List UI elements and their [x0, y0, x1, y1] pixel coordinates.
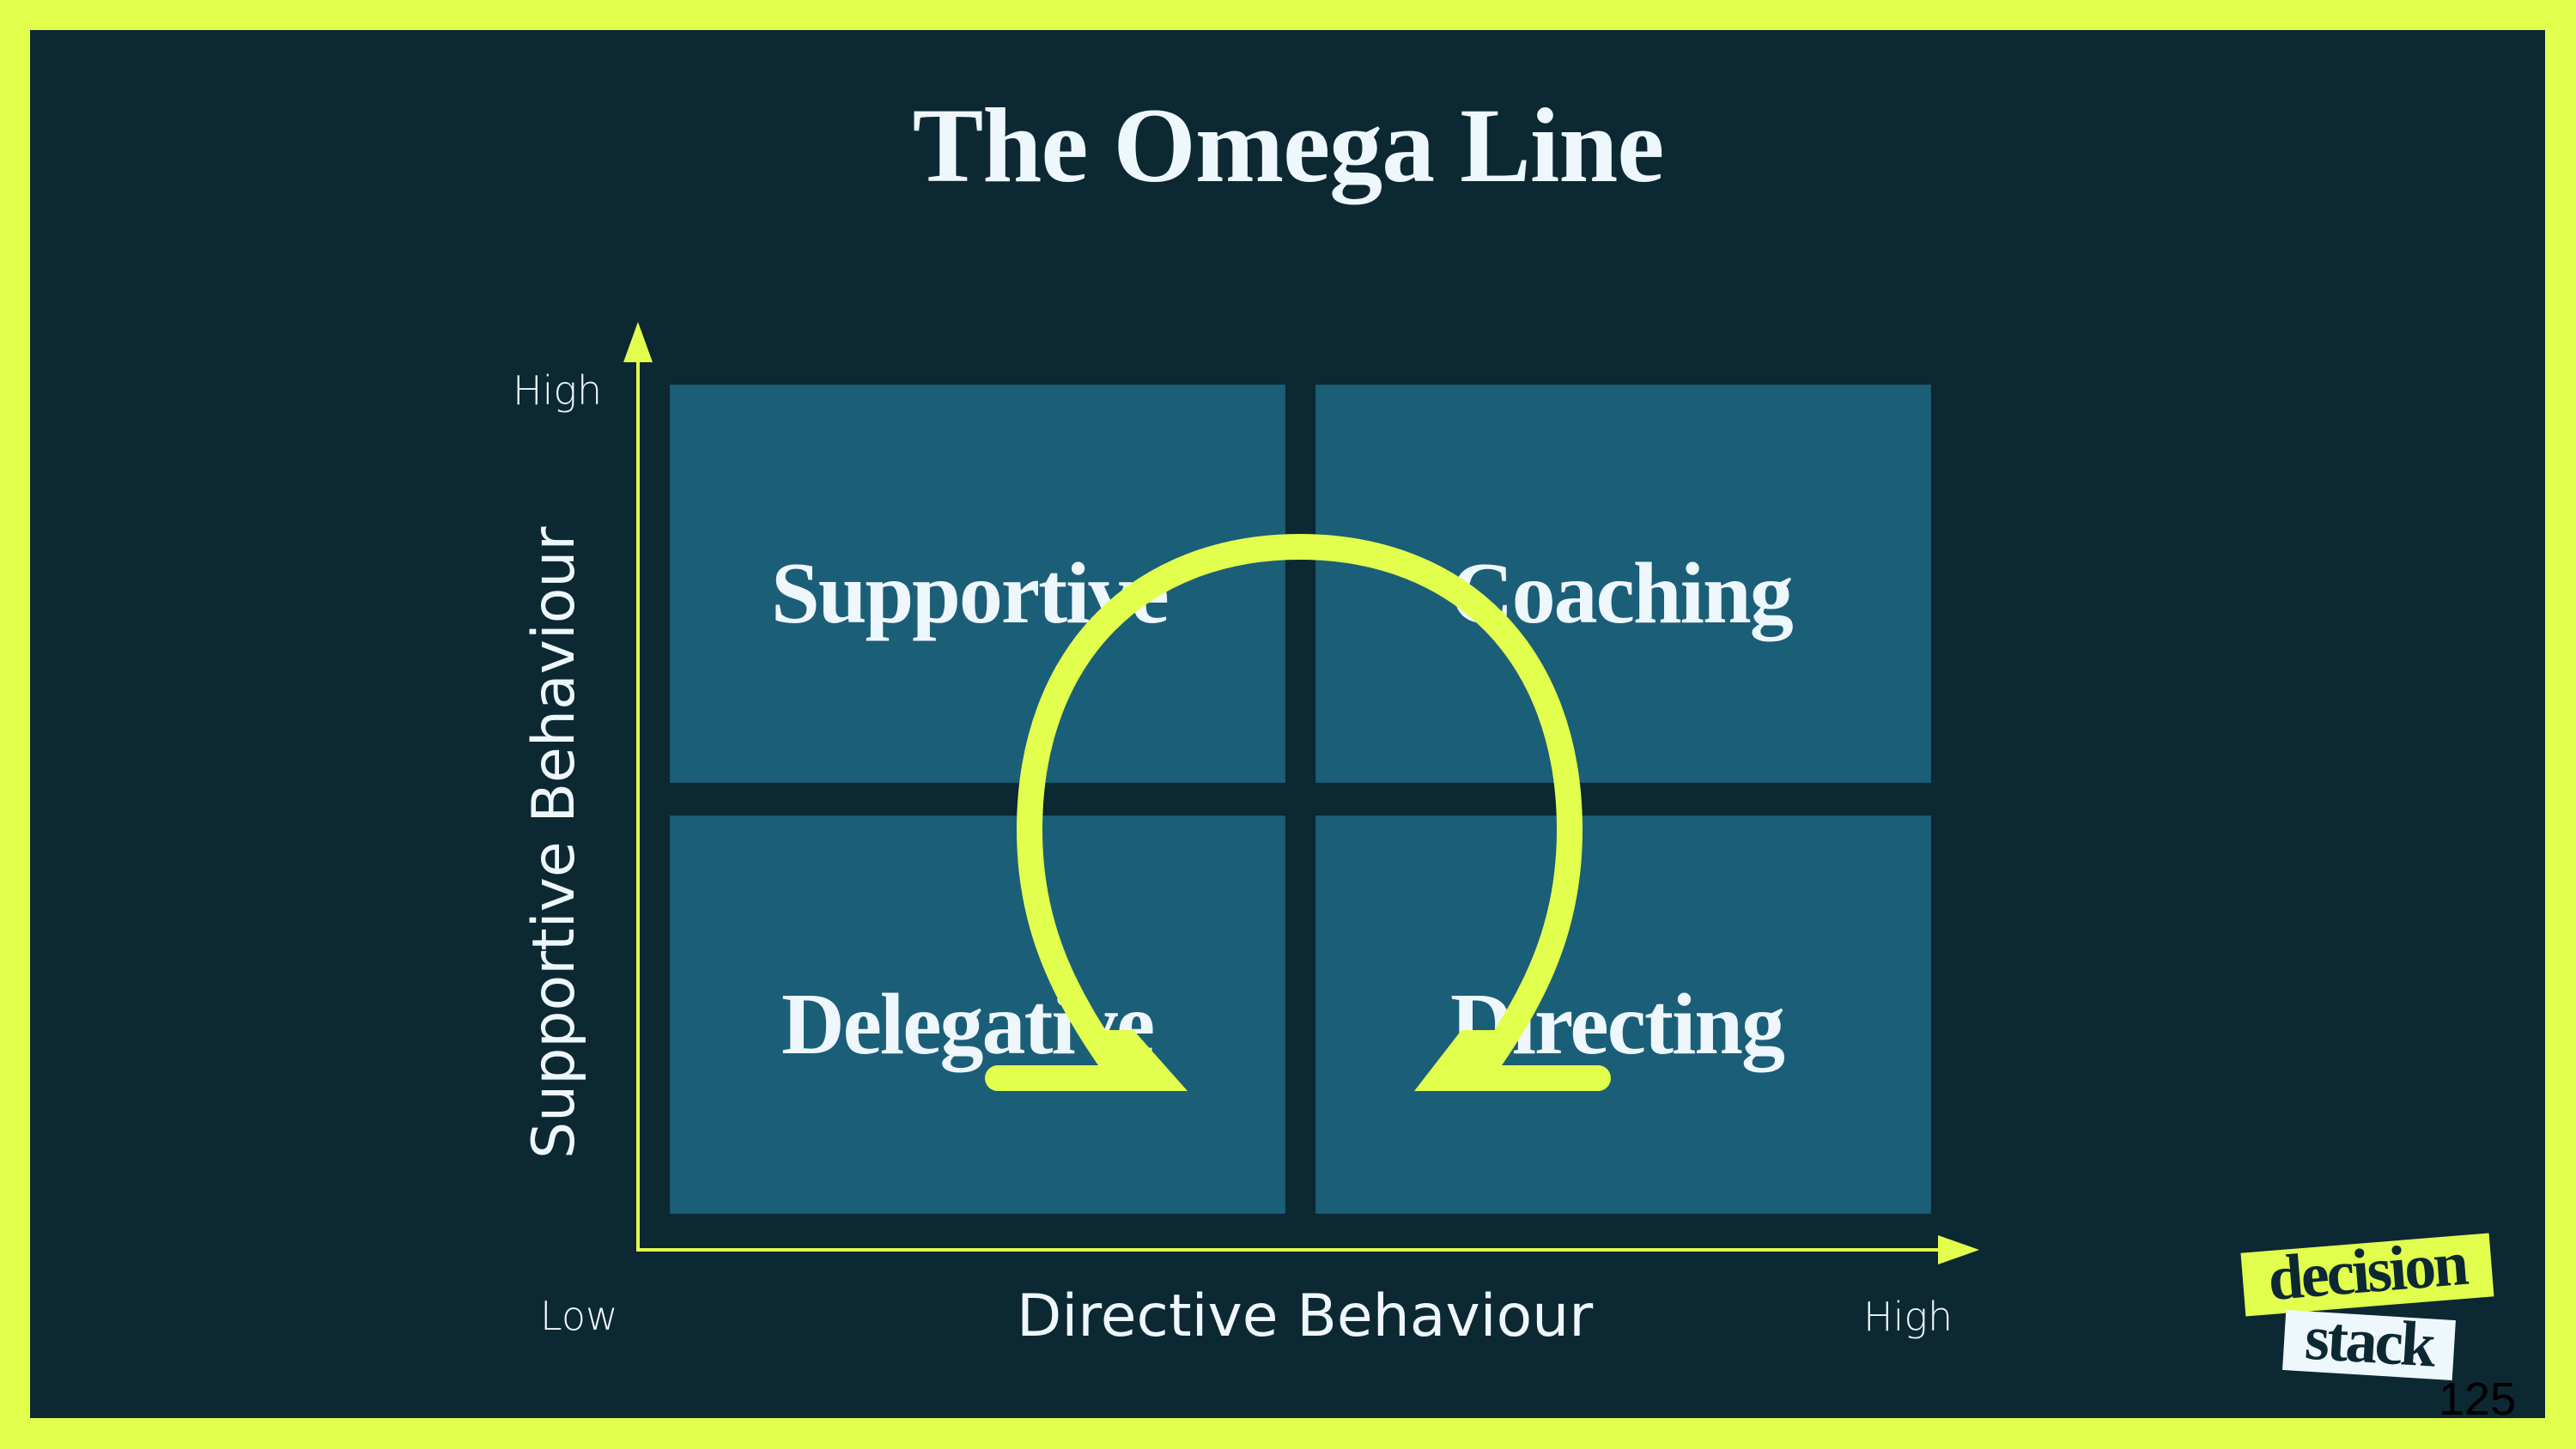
- page-number: 125: [2439, 1373, 2517, 1425]
- y-axis-title: Supportive Behaviour: [520, 526, 588, 1159]
- quadrant-supportive: Supportive: [670, 385, 1285, 783]
- page-title: The Omega Line: [912, 87, 1665, 204]
- slide-background: [30, 30, 2545, 1418]
- y-axis-high-label: High: [513, 367, 603, 414]
- quadrant-label: Coaching: [1450, 545, 1794, 642]
- x-axis-low-label: Low: [540, 1293, 618, 1339]
- quadrant-delegative: Delegative: [670, 815, 1285, 1214]
- logo-text-stack: stack: [2303, 1302, 2436, 1381]
- quadrant-coaching: Coaching: [1315, 385, 1931, 783]
- logo-stack: stack: [2282, 1303, 2456, 1380]
- quadrant-label: Directing: [1450, 976, 1785, 1073]
- quadrant-directing: Directing: [1315, 815, 1931, 1214]
- quadrant-label: Supportive: [771, 545, 1170, 642]
- quadrant-label: Delegative: [781, 976, 1155, 1073]
- x-axis-title: Directive Behaviour: [1017, 1282, 1594, 1350]
- x-axis-high-label: High: [1863, 1294, 1953, 1340]
